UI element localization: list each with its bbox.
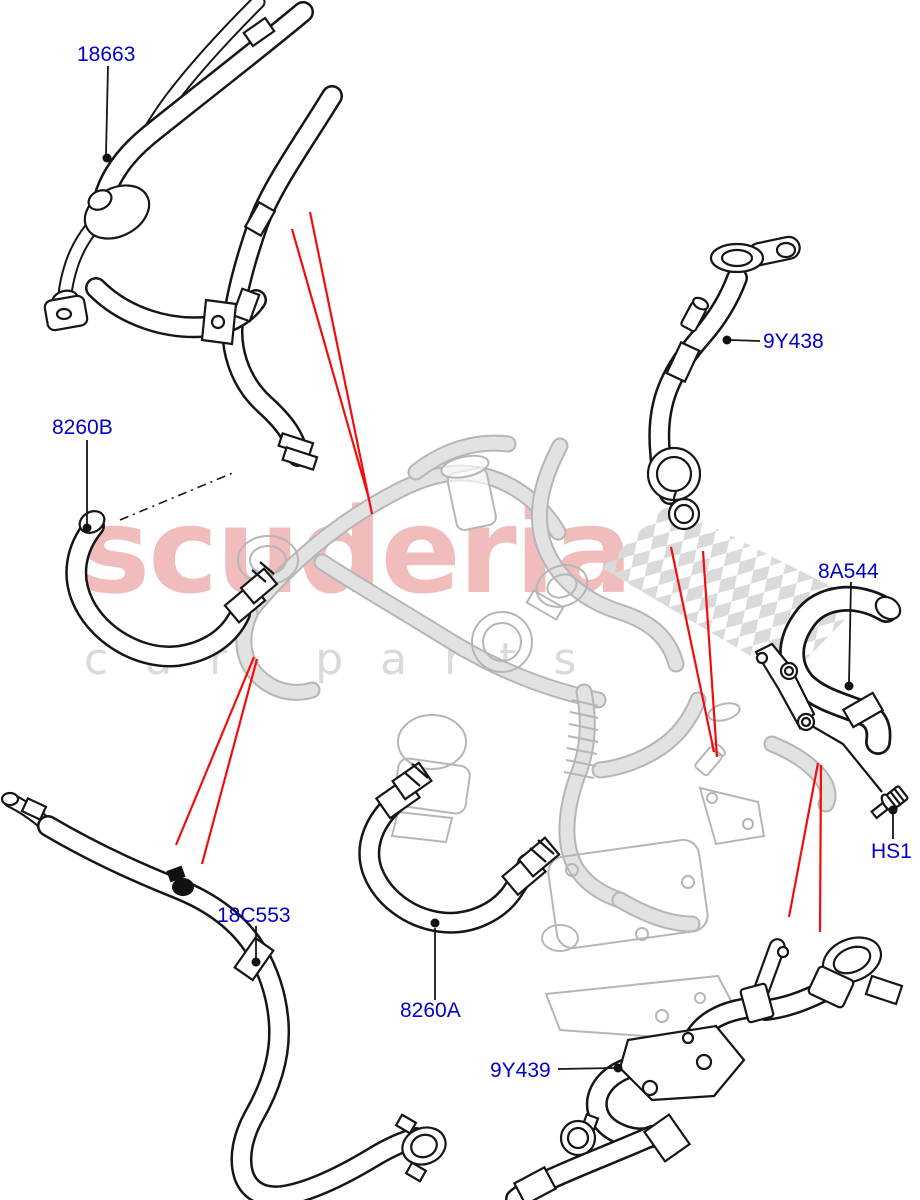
- part-drawing-8260B: [76, 471, 279, 656]
- part-drawing-18C553: [0, 791, 447, 1196]
- part-drawing-HS1-bolt: [870, 785, 909, 820]
- hose-sensor-clip: [166, 865, 194, 896]
- part-drawing-8260A: [369, 761, 561, 923]
- part-drawing-9Y439: [514, 936, 904, 1200]
- part-drawing-9Y438: [646, 235, 801, 531]
- part-label-8260B[interactable]: 8260B: [52, 416, 113, 439]
- part-label-HS1[interactable]: HS1: [871, 840, 912, 863]
- part-label-18C553[interactable]: 18C553: [217, 904, 291, 927]
- part-label-8A544[interactable]: 8A544: [818, 560, 879, 583]
- red-locator-lines: [174, 211, 823, 933]
- engine-assembly-ghost: [238, 443, 828, 1042]
- part-label-8260A[interactable]: 8260A: [400, 999, 461, 1022]
- part-drawing-8A544: [754, 592, 902, 793]
- part-label-18663[interactable]: 18663: [77, 43, 136, 66]
- part-label-9Y439[interactable]: 9Y439: [490, 1059, 551, 1082]
- part-label-9Y438[interactable]: 9Y438: [763, 330, 824, 353]
- leader-lines: [82, 65, 898, 1073]
- part-drawing-18663: [43, 2, 332, 471]
